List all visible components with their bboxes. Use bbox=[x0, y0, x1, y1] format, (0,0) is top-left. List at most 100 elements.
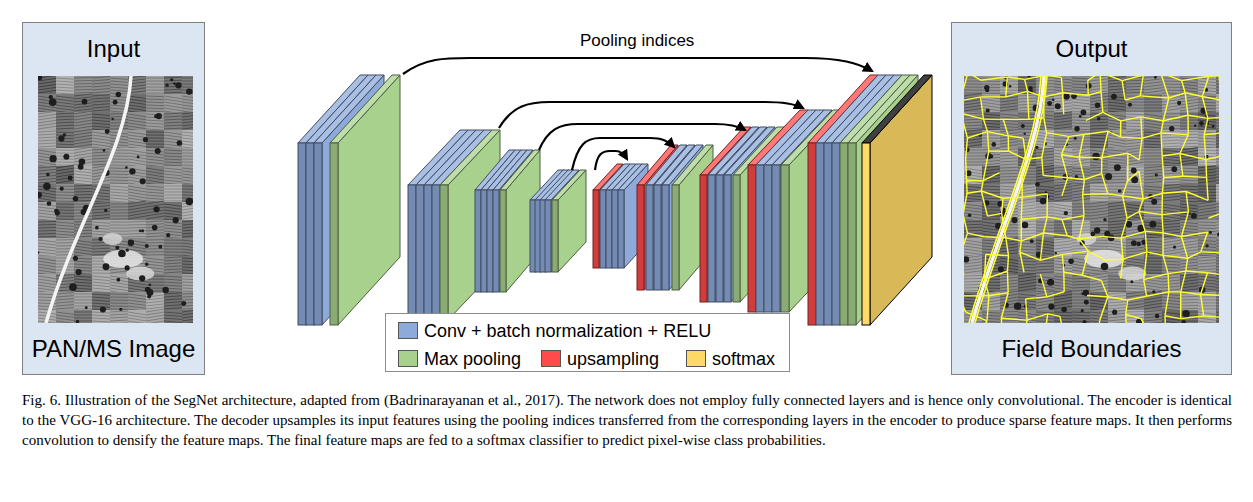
field-stripe bbox=[38, 123, 56, 126]
field-stripe bbox=[164, 231, 182, 233]
tree-dot bbox=[38, 251, 39, 253]
field-stripe bbox=[146, 192, 164, 193]
field-stripe bbox=[38, 230, 56, 232]
field-stripe bbox=[146, 90, 164, 91]
pool-layer-front bbox=[781, 165, 789, 312]
field-stripe bbox=[182, 96, 193, 99]
field-stripe bbox=[182, 270, 193, 271]
field-stripe bbox=[128, 210, 146, 213]
field-stripe bbox=[982, 108, 1000, 111]
field-stripe bbox=[92, 315, 110, 316]
field-stripe bbox=[182, 135, 193, 137]
field-stripe bbox=[1054, 121, 1072, 123]
field-stripe bbox=[74, 216, 92, 217]
field-stripe bbox=[92, 144, 110, 147]
field-stripe bbox=[56, 84, 74, 85]
field-stripe bbox=[128, 233, 146, 235]
field-stripe bbox=[1144, 175, 1162, 177]
field-stripe bbox=[146, 120, 164, 121]
field-patch bbox=[56, 166, 74, 184]
field-patch bbox=[92, 310, 110, 323]
field-stripe bbox=[146, 108, 164, 110]
field-stripe bbox=[1162, 150, 1180, 152]
field-patch bbox=[1000, 166, 1018, 184]
field-stripe bbox=[1036, 135, 1054, 138]
field-stripe bbox=[1126, 108, 1144, 109]
field-stripe bbox=[92, 82, 110, 84]
field-stripe bbox=[146, 135, 164, 136]
field-stripe bbox=[146, 254, 164, 255]
field-stripe bbox=[182, 81, 193, 82]
field-patch bbox=[164, 256, 182, 274]
field-stripe bbox=[964, 108, 982, 111]
field-stripe bbox=[146, 84, 164, 85]
field-stripe bbox=[964, 207, 982, 209]
field-stripe bbox=[182, 312, 193, 315]
field-stripe bbox=[38, 267, 56, 270]
field-stripe bbox=[146, 264, 164, 266]
field-stripe bbox=[982, 148, 1000, 150]
field-stripe bbox=[164, 321, 182, 323]
field-stripe bbox=[56, 122, 74, 124]
field-stripe bbox=[164, 312, 182, 314]
field-stripe bbox=[74, 77, 92, 79]
field-stripe bbox=[146, 159, 164, 161]
field-stripe bbox=[110, 222, 128, 223]
field-stripe bbox=[38, 249, 56, 251]
field-stripe bbox=[128, 204, 146, 207]
field-stripe bbox=[1090, 128, 1108, 130]
field-stripe bbox=[1054, 141, 1072, 143]
field-stripe bbox=[1018, 211, 1036, 213]
field-stripe bbox=[182, 296, 193, 298]
field-stripe bbox=[56, 275, 74, 276]
pool-layer-front bbox=[672, 185, 679, 290]
field-stripe bbox=[182, 230, 193, 231]
field-stripe bbox=[1180, 123, 1198, 124]
field-stripe bbox=[38, 137, 56, 138]
field-stripe bbox=[1072, 190, 1090, 192]
field-stripe bbox=[1180, 204, 1198, 206]
upsample-layer-front bbox=[593, 190, 599, 268]
field-patch bbox=[1216, 94, 1219, 112]
field-stripe bbox=[1162, 210, 1180, 213]
field-stripe bbox=[164, 257, 182, 258]
field-stripe bbox=[92, 189, 110, 191]
field-patch bbox=[164, 310, 182, 323]
field-stripe bbox=[128, 102, 146, 104]
field-stripe bbox=[56, 150, 74, 151]
field-stripe bbox=[1036, 231, 1054, 232]
tree-dot bbox=[139, 275, 145, 281]
field-stripe bbox=[1144, 207, 1162, 208]
field-stripe bbox=[1000, 114, 1018, 116]
field-stripe bbox=[110, 195, 128, 196]
field-stripe bbox=[92, 79, 110, 81]
field-stripe bbox=[110, 162, 128, 163]
field-stripe bbox=[982, 144, 1000, 145]
field-stripe bbox=[1162, 173, 1180, 174]
tree-dot bbox=[158, 245, 162, 249]
field-stripe bbox=[74, 246, 92, 249]
field-stripe bbox=[1144, 102, 1162, 103]
field-stripe bbox=[38, 198, 56, 201]
field-stripe bbox=[164, 305, 182, 306]
field-stripe bbox=[1036, 165, 1054, 168]
field-stripe bbox=[1180, 180, 1198, 182]
field-stripe bbox=[1162, 140, 1180, 142]
field-stripe bbox=[74, 144, 92, 147]
field-stripe bbox=[128, 288, 146, 291]
conv-layer-front bbox=[612, 190, 618, 268]
output-panel: OutputField Boundaries bbox=[951, 22, 1232, 375]
field-patch bbox=[1180, 94, 1198, 112]
field-patch bbox=[38, 166, 56, 184]
field-stripe bbox=[38, 309, 56, 311]
field-stripe bbox=[38, 131, 56, 132]
field-stripe bbox=[146, 304, 164, 306]
field-stripe bbox=[74, 194, 92, 196]
field-stripe bbox=[1018, 84, 1036, 85]
field-stripe bbox=[1018, 101, 1036, 103]
field-stripe bbox=[1000, 176, 1018, 178]
field-stripe bbox=[1054, 228, 1072, 229]
field-patch bbox=[92, 274, 110, 292]
field-stripe bbox=[182, 249, 193, 251]
tree-dot bbox=[111, 118, 114, 121]
